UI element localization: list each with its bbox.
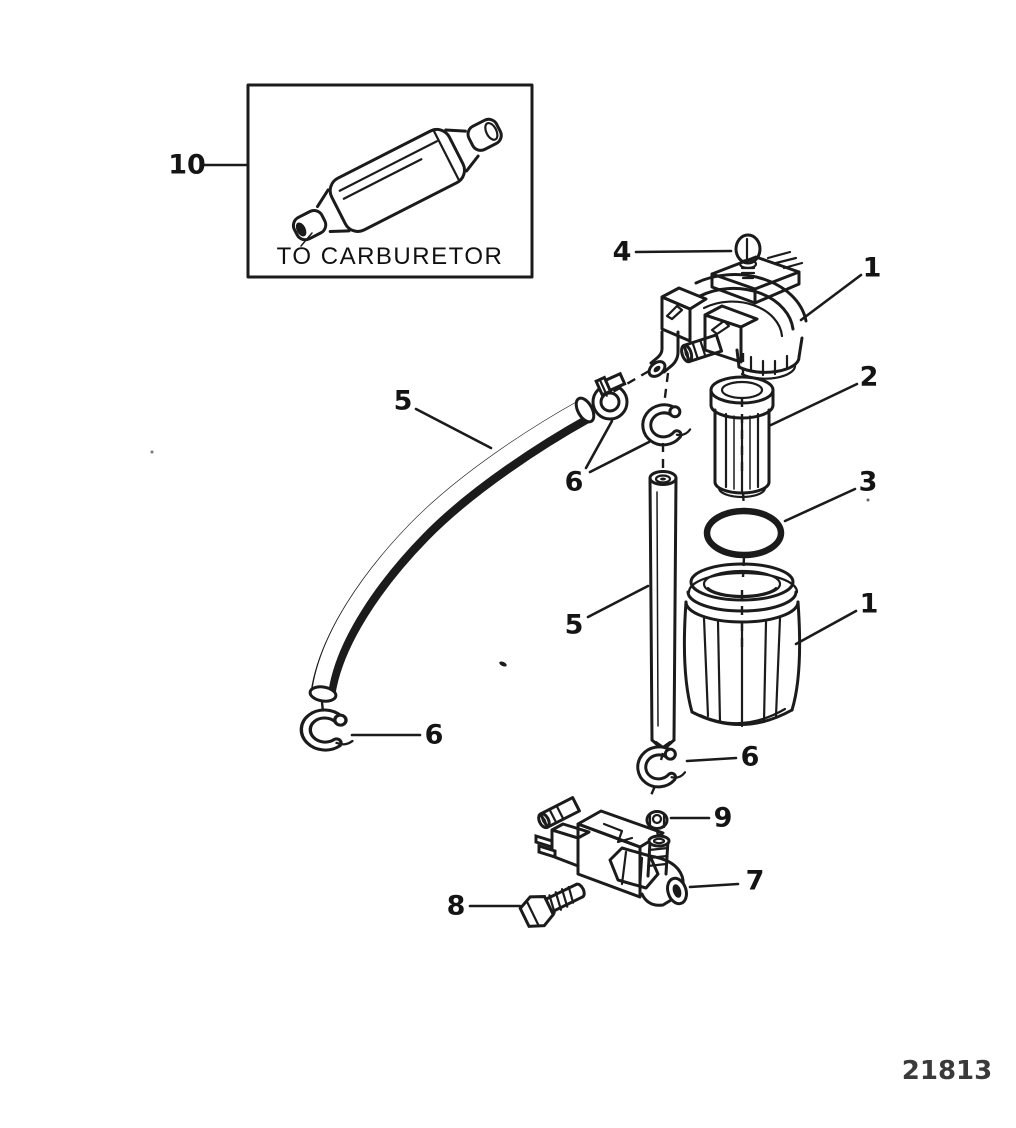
callout-2-filter-element: 2 bbox=[860, 362, 879, 393]
screw-hose-clamp-drawing bbox=[591, 371, 629, 421]
straight-fuel-tube-drawing bbox=[648, 470, 678, 752]
nut-drawing bbox=[645, 810, 669, 830]
fuel-valve-connector-drawing bbox=[534, 796, 688, 907]
callout-6-clamp-lower: 6 bbox=[741, 742, 760, 773]
callout-1-filter-bowl: 1 bbox=[860, 589, 879, 620]
inline-fuel-filter-drawing bbox=[291, 117, 503, 242]
hex-bolt-drawing bbox=[518, 882, 586, 928]
alignment-dashed-lines bbox=[320, 353, 746, 838]
callout-5-tube: 5 bbox=[565, 610, 584, 641]
connector-prong bbox=[534, 833, 554, 850]
callout-labels: 10 4 1 2 3 5 6 1 5 6 6 9 7 8 bbox=[168, 150, 881, 922]
fuel-filter-cover-drawing bbox=[647, 233, 808, 380]
curved-fuel-hose-drawing bbox=[308, 396, 596, 703]
callout-leader-lines bbox=[201, 163, 863, 908]
valve-barb-fitting bbox=[537, 796, 581, 830]
inset-frame bbox=[246, 83, 534, 279]
cover-thumb-screw-drawing bbox=[734, 233, 762, 280]
scan-specks bbox=[150, 450, 870, 667]
flow-arrow bbox=[710, 319, 731, 336]
inset-box: TO CARBURETOR bbox=[246, 83, 534, 279]
callout-5-hose: 5 bbox=[394, 386, 413, 417]
hose-end-face bbox=[308, 685, 338, 703]
flow-arrow bbox=[665, 304, 684, 321]
callout-9-nut: 9 bbox=[714, 803, 733, 834]
spring-clip-middle bbox=[641, 403, 692, 447]
callout-7-valve: 7 bbox=[746, 866, 765, 897]
inset-pointer-line bbox=[300, 232, 313, 247]
callout-3-o-ring: 3 bbox=[859, 467, 878, 498]
callout-10-inline-filter: 10 bbox=[168, 150, 206, 181]
spring-clip-left bbox=[299, 708, 354, 752]
drawing-number: 21813 bbox=[902, 1056, 992, 1086]
cover-elbow-fitting bbox=[647, 330, 680, 378]
connector-prong bbox=[537, 843, 557, 860]
hose-end-face bbox=[574, 396, 596, 424]
callout-6-clamp-left: 6 bbox=[425, 720, 444, 751]
cover-barb-fitting bbox=[680, 333, 724, 364]
o-ring-drawing bbox=[703, 507, 785, 559]
callout-8-bolt: 8 bbox=[447, 891, 466, 922]
callout-4-thumb-screw: 4 bbox=[613, 237, 632, 268]
inset-caption: TO CARBURETOR bbox=[277, 243, 504, 270]
callout-6-clamps-middle: 6 bbox=[565, 467, 584, 498]
spring-clip-lower bbox=[636, 745, 687, 789]
callout-1-filter-cover: 1 bbox=[863, 253, 882, 284]
